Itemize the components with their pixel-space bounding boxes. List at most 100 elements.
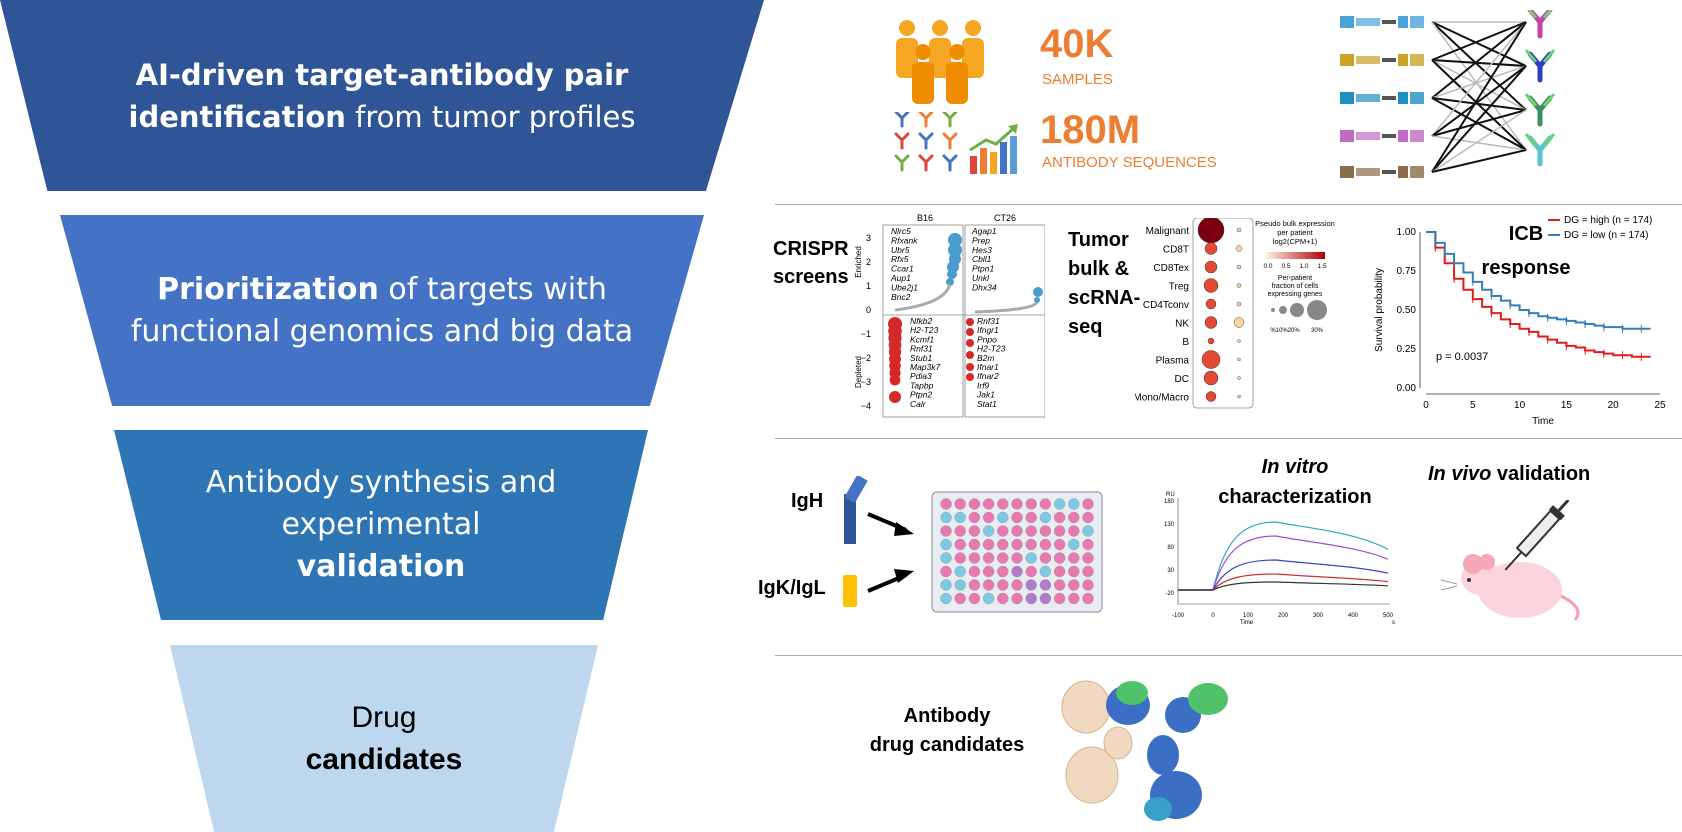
invivo-title: In vivo validation [1428,463,1590,486]
km-series-line [1426,231,1651,330]
funnel-text-part: from tumor profiles [345,99,636,134]
y-tick-label: −3 [861,377,871,387]
plate-well [1053,498,1066,510]
x-tick-label: 0 [1423,400,1429,411]
plate-well [940,552,952,564]
expression-dot [1203,370,1219,386]
network-edge [1431,21,1527,99]
chart-title: ICB [1509,223,1543,245]
spr-curve [1178,559,1389,591]
gene-label: Cbll1 [972,254,992,264]
plate-well [1039,498,1052,510]
gene-label: Agap1 [971,226,997,236]
network-edge [1431,65,1527,137]
row-divider-3 [775,655,1682,656]
expression-dot [1236,283,1242,288]
antibody-glyph [1524,49,1556,83]
plate-well [982,552,995,564]
plate-well [1053,552,1066,564]
enriched-dot [946,278,954,286]
spr-curve [1178,535,1389,591]
target-block [1410,54,1424,66]
tumor-dotplot: MalignantCD8TCD8TexTregCD4TconvNKBPlasma… [1135,218,1335,409]
legend-pct: 30% [1311,328,1324,334]
legend-tick: 0.0 [1263,263,1272,270]
legend-tick: 1.0 [1299,263,1308,270]
plate-well [1053,579,1066,591]
gene-label: Ptpn1 [972,264,994,274]
plate-well [940,525,952,537]
target-block [1398,166,1408,178]
gene-label: Nlrc5 [891,226,911,236]
expression-dot [1205,298,1217,310]
network-edge [1431,65,1527,173]
invitro-italic: In vitro [1261,456,1329,478]
legend-size-dot [1271,308,1275,312]
sequences-label: ANTIBODY SEQUENCES [1042,154,1217,171]
spr-x-tick: 200 [1278,613,1289,619]
plate-well [1053,565,1066,578]
mouse-syringe-icon [1440,500,1580,621]
plate-well [1025,525,1037,537]
network-edge [1431,109,1527,173]
y-axis-label: Survival probability [1374,268,1385,352]
cell-type-label: CD8T [1163,245,1189,256]
spr-x-tick: 400 [1348,613,1359,619]
plate-well [954,579,966,591]
target-block [1340,130,1354,142]
plate-well [982,511,995,524]
gene-label: Ubr5 [891,245,910,255]
y-tick-label: −4 [861,401,871,411]
depleted-label: Depleted [855,356,863,388]
spr-y-tick: 130 [1164,522,1175,528]
target-block [1340,16,1354,28]
plate-well [1082,511,1094,524]
plate-well [1011,565,1023,578]
expression-dot [1237,357,1241,362]
plate-well [997,525,1009,537]
plate-well [940,565,952,578]
gene-label: Tapbp [910,380,934,390]
candidates-line2: drug candidates [869,734,1025,756]
plate-well [1053,592,1066,605]
growth-chart-icon [969,124,1018,174]
funnel-text-part: Prioritization [157,271,379,307]
gene-label: Ccar1 [891,264,914,274]
spr-x-tick: 300 [1313,613,1324,619]
target-block [1356,18,1380,26]
plate-well [1068,511,1080,524]
plate-well [968,565,981,578]
spr-y-tick: 30 [1167,568,1174,574]
funnel-step-2-text: Prioritization of targets with functiona… [60,269,704,353]
plate-well [1068,565,1080,578]
y-tick-label: 0.25 [1397,344,1417,355]
legend-size-dot [1279,306,1287,314]
enriched-dot [1034,297,1040,303]
plate-well [1039,525,1052,537]
well-plate-icon [931,491,1103,613]
enriched-label: Enriched [855,246,863,278]
cell-type-label: Treg [1169,282,1189,293]
cell-type-label: CD8Tex [1153,263,1189,274]
gene-label: Calr [910,399,927,409]
plate-well [954,565,966,578]
depleted-dot [966,351,974,359]
gene-label: Unkl [972,273,990,283]
gene-label: Pdia3 [910,371,932,381]
network-edge [1431,21,1527,151]
plate-well [1025,579,1037,591]
legend-title: Pseudo bulk expression [1255,219,1335,228]
samples-value: 40K [1040,22,1114,66]
invitro-rest: characterization [1218,486,1372,508]
plate-well [940,511,952,524]
plate-well [982,592,995,605]
plate-well [968,552,981,564]
plate-well [1039,579,1052,591]
expression-dot [1197,218,1225,244]
expression-dot [1233,317,1245,328]
antibody-glyph [1524,133,1556,167]
gene-label: Ube2j1 [891,282,918,292]
heavy-chain-icon [844,476,868,544]
